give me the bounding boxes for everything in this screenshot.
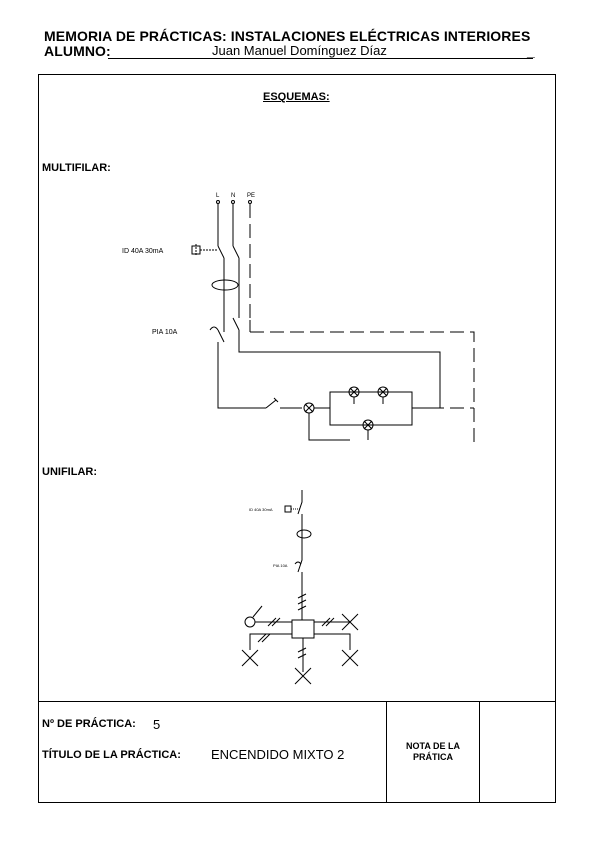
terminal-circles [216, 200, 252, 204]
unifilar-trip-icon [294, 561, 302, 565]
footer-divider [39, 701, 555, 702]
grade-label-line2: PRÁTICA [413, 752, 453, 762]
unifilar-test-icon [284, 505, 292, 513]
schemes-heading: ESQUEMAS: [263, 91, 330, 103]
unifilar-lamp-icon [341, 649, 359, 667]
earth-wire [249, 204, 475, 448]
unifilar-heading: UNIFILAR: [42, 466, 97, 478]
student-underline [108, 58, 533, 59]
differential-contacts [217, 245, 240, 259]
practice-number-label: Nº DE PRÁCTICA: [42, 718, 136, 730]
student-trailer: _ [527, 43, 535, 59]
supply-wires [217, 204, 234, 246]
practice-frame: ESQUEMAS: MULTIFILAR: UNIFILAR: Nº DE PR… [38, 74, 556, 803]
grade-label-line1: NOTA DE LA [406, 741, 460, 751]
unifilar-lamp-icon [241, 649, 259, 667]
unifilar-breaker-label: PIA 10A [273, 563, 288, 568]
post-differential-wires [223, 258, 240, 332]
unifilar-lamp-icon [341, 613, 359, 631]
terminal-l-label: L [216, 193, 220, 199]
grade-divider-right [479, 701, 480, 803]
toroid-icon [211, 279, 239, 291]
unifilar-switch-icon [244, 616, 256, 628]
document-title: MEMORIA DE PRÁCTICAS: INSTALACIONES ELÉC… [44, 28, 531, 44]
differential-label: ID 40A 30mA [122, 248, 164, 255]
terminal-pe-label: PE [247, 193, 255, 199]
breaker-contacts [217, 317, 240, 343]
terminal-n-label: N [231, 193, 235, 199]
student-name: Juan Manuel Domínguez Díaz [212, 43, 387, 58]
student-label: ALUMNO: [44, 43, 111, 59]
unifilar-lamp-icon [294, 667, 312, 685]
practice-number: 5 [153, 717, 161, 732]
grade-divider-left [386, 701, 387, 803]
test-button-link [195, 244, 218, 256]
multifilar-heading: MULTIFILAR: [42, 162, 111, 174]
unifilar-toroid-icon [296, 529, 312, 539]
switch-icon [265, 397, 302, 409]
unifilar-differential-label: ID 40A 30mA [249, 507, 273, 512]
grade-label: NOTA DE LA PRÁTICA [387, 741, 479, 763]
practice-title: ENCENDIDO MIXTO 2 [211, 747, 345, 762]
practice-title-label: TÍTULO DE LA PRÁCTICA: [42, 749, 181, 761]
junction-box-icon [291, 619, 315, 639]
breaker-label: PIA 10A [152, 329, 178, 336]
breaker-trip-icon [209, 326, 219, 331]
